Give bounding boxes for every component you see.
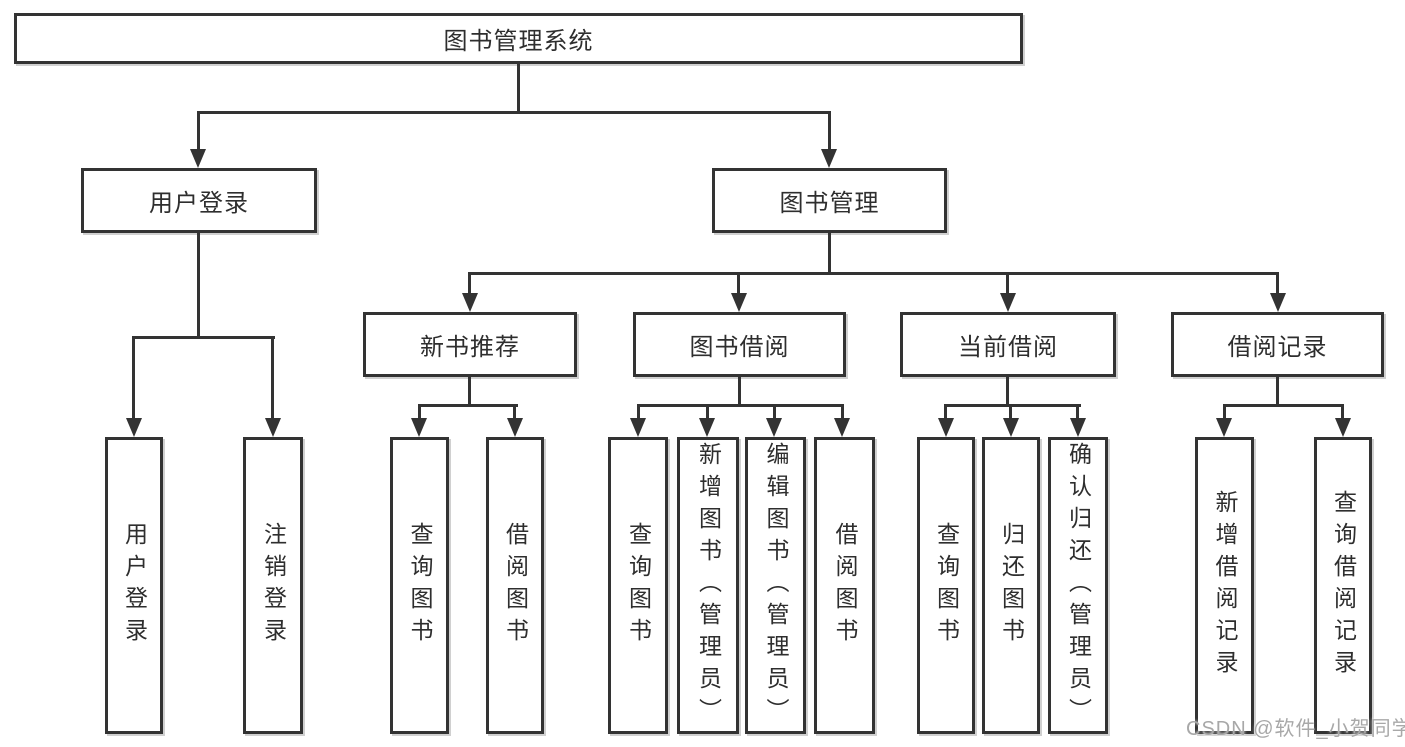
connector-line <box>1009 404 1012 420</box>
connector-line <box>773 404 776 420</box>
connector-line <box>637 404 843 407</box>
connector-line <box>271 336 274 420</box>
connector-line <box>132 336 275 339</box>
arrow-down-icon <box>821 149 837 168</box>
leaf-borrow-books-1: 借阅图书 <box>486 437 544 734</box>
connector-line <box>132 336 135 420</box>
leaf-user-login: 用户登录 <box>105 437 163 734</box>
connector-line <box>828 233 831 274</box>
connector-line <box>468 377 471 406</box>
node-root: 图书管理系统 <box>14 13 1023 64</box>
connector-line <box>197 111 200 151</box>
leaf-query-books-3: 查询图书 <box>917 437 975 734</box>
arrow-down-icon <box>411 418 427 437</box>
arrow-down-icon <box>731 293 747 312</box>
connector-line <box>706 404 709 420</box>
watermark: CSDN @软件_小贺同学 <box>1186 718 1405 740</box>
leaf-return-book: 归还图书 <box>982 437 1040 734</box>
connector-line <box>197 111 831 114</box>
connector-line <box>1223 404 1226 420</box>
connector-line <box>841 404 844 420</box>
connector-line <box>1223 404 1344 407</box>
arrow-down-icon <box>699 418 715 437</box>
connector-line <box>944 404 947 420</box>
arrow-down-icon <box>126 418 142 437</box>
connector-line <box>1006 377 1009 406</box>
node-new-book-recommend: 新书推荐 <box>363 312 577 377</box>
arrow-down-icon <box>265 418 281 437</box>
node-book-borrow: 图书借阅 <box>633 312 846 377</box>
node-borrow-records: 借阅记录 <box>1171 312 1384 377</box>
node-book-management: 图书管理 <box>712 168 947 233</box>
connector-line <box>737 272 740 295</box>
connector-line <box>1341 404 1344 420</box>
connector-line <box>513 404 516 420</box>
arrow-down-icon <box>938 418 954 437</box>
leaf-confirm-return-admin: 确认归还（管理员） <box>1048 437 1108 734</box>
leaf-borrow-books-2: 借阅图书 <box>814 437 875 734</box>
leaf-add-borrow-record: 新增借阅记录 <box>1195 437 1254 734</box>
connector-line <box>738 377 741 406</box>
connector-line <box>468 272 471 295</box>
leaf-query-borrow-record: 查询借阅记录 <box>1314 437 1372 734</box>
connector-line <box>418 404 421 420</box>
connector-line <box>1006 272 1009 295</box>
leaf-logout: 注销登录 <box>243 437 303 734</box>
arrow-down-icon <box>1216 418 1232 437</box>
connector-line <box>418 404 518 407</box>
connector-line <box>1076 404 1079 420</box>
connector-line <box>944 404 1081 407</box>
arrow-down-icon <box>507 418 523 437</box>
leaf-query-books-2: 查询图书 <box>608 437 668 734</box>
arrow-down-icon <box>1335 418 1351 437</box>
connector-line <box>468 272 1279 275</box>
connector-line <box>1276 377 1279 406</box>
connector-line <box>517 63 520 113</box>
connector-line <box>197 233 200 338</box>
leaf-edit-book-admin: 编辑图书（管理员） <box>745 437 806 734</box>
arrow-down-icon <box>630 418 646 437</box>
arrow-down-icon <box>766 418 782 437</box>
node-user-login: 用户登录 <box>81 168 317 233</box>
leaf-add-book-admin: 新增图书（管理员） <box>677 437 739 734</box>
arrow-down-icon <box>1070 418 1086 437</box>
node-current-borrow: 当前借阅 <box>900 312 1116 377</box>
connector-line <box>637 404 640 420</box>
arrow-down-icon <box>190 149 206 168</box>
connector-line <box>1276 272 1279 295</box>
connector-line <box>828 111 831 151</box>
arrow-down-icon <box>1270 293 1286 312</box>
arrow-down-icon <box>462 293 478 312</box>
leaf-query-books-1: 查询图书 <box>390 437 449 734</box>
arrow-down-icon <box>834 418 850 437</box>
arrow-down-icon <box>1000 293 1016 312</box>
arrow-down-icon <box>1003 418 1019 437</box>
